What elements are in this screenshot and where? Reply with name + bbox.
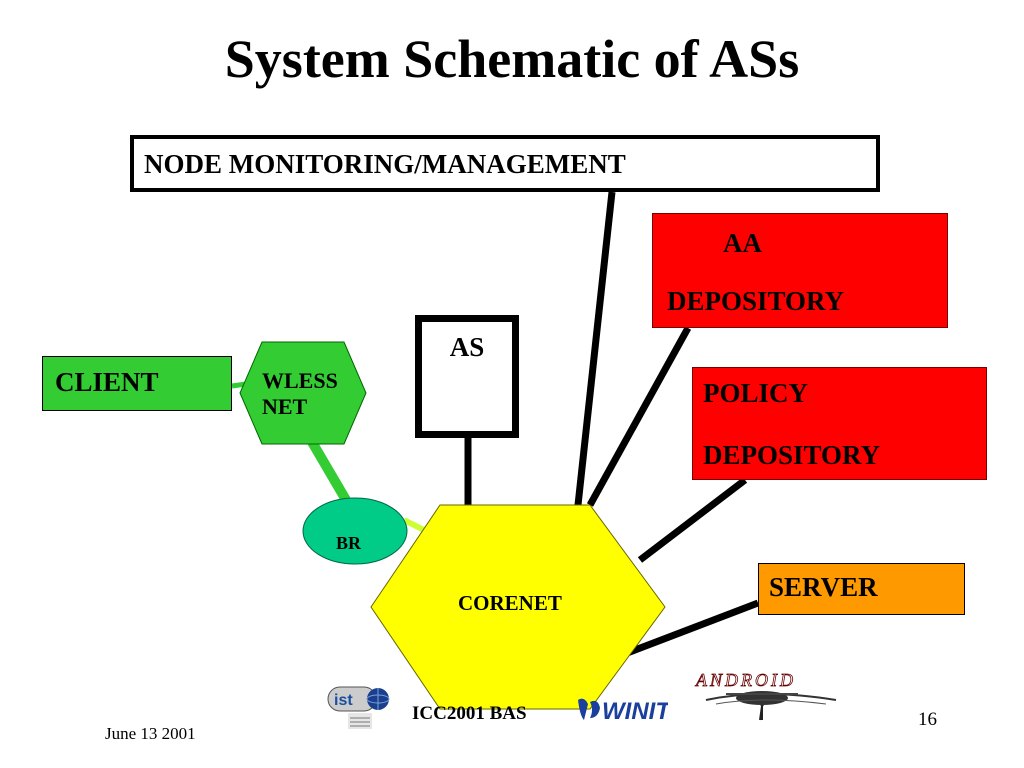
footer-conference: ICC2001 BAS xyxy=(412,703,527,724)
corenet-hexagon xyxy=(370,504,666,710)
node-monitoring-box: NODE MONITORING/MANAGEMENT xyxy=(130,135,880,192)
wless-net-line2: NET xyxy=(262,394,308,419)
slide-title: System Schematic of ASs xyxy=(224,29,800,89)
as-box: AS xyxy=(415,315,519,438)
wless-net-line1: WLESS xyxy=(262,368,338,393)
ist-logo-text: ist xyxy=(334,692,353,709)
policy-depository-line1: POLICY xyxy=(703,378,809,408)
wless-net-label: WLESS NET xyxy=(262,368,338,420)
android-logo: ANDROID xyxy=(686,668,846,729)
link-corenet-policy xyxy=(637,477,748,563)
policy-depository-box: POLICY DEPOSITORY xyxy=(692,367,987,480)
link-corenet-aa xyxy=(586,326,692,507)
aa-depository-line2: DEPOSITORY xyxy=(667,286,845,316)
br-label: BR xyxy=(336,533,362,553)
ist-logo: ist xyxy=(326,685,392,738)
br-ellipse xyxy=(302,497,408,565)
corenet-label: CORENET xyxy=(458,591,562,615)
client-box: CLIENT xyxy=(42,356,232,411)
server-box: SERVER xyxy=(758,563,965,615)
winit-logo-text: WINIT xyxy=(602,698,668,725)
footer-page-number: 16 xyxy=(918,709,937,730)
link-wless-br xyxy=(307,439,351,503)
android-logo-text: ANDROID xyxy=(695,670,796,690)
wless-net-hexagon xyxy=(239,341,367,445)
link-corenet-nodemon xyxy=(574,191,616,506)
aa-depository-box: AA DEPOSITORY xyxy=(652,213,948,328)
footer-date: June 13 2001 xyxy=(105,724,196,743)
aa-depository-line1: AA xyxy=(723,228,762,258)
policy-depository-line2: DEPOSITORY xyxy=(703,440,881,470)
winit-logo: WINIT xyxy=(576,694,672,733)
link-br-corenet xyxy=(402,517,426,533)
link-corenet-server xyxy=(620,599,760,659)
